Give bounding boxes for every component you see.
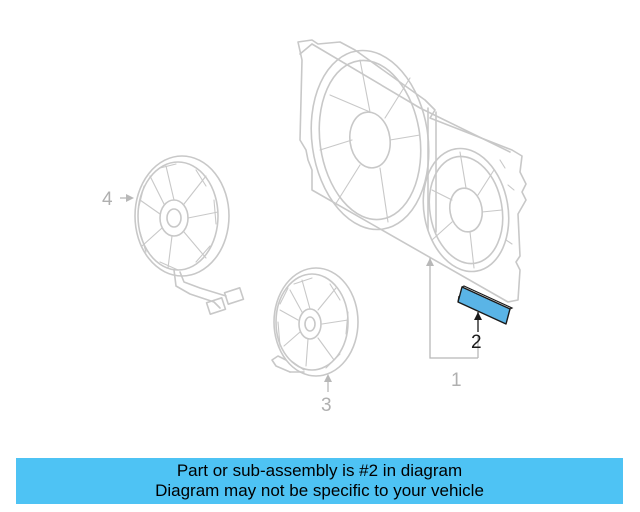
callout-3: 3	[321, 395, 332, 416]
callout-2: 2	[471, 332, 482, 353]
callout-4: 4	[102, 189, 113, 210]
banner-line-1: Part or sub-assembly is #2 in diagram	[176, 461, 463, 480]
cooling-fan-part-3	[271, 267, 359, 377]
banner-line-2: Diagram may not be specific to your vehi…	[155, 481, 484, 500]
info-banner: Part or sub-assembly is #2 in diagram Di…	[16, 458, 623, 504]
callout-1: 1	[451, 370, 462, 391]
bracket-part-2-highlighted	[457, 285, 514, 325]
fan-shroud-part-1	[297, 39, 527, 303]
cooling-fan-part-4	[134, 155, 245, 315]
leader-lines	[120, 194, 482, 392]
